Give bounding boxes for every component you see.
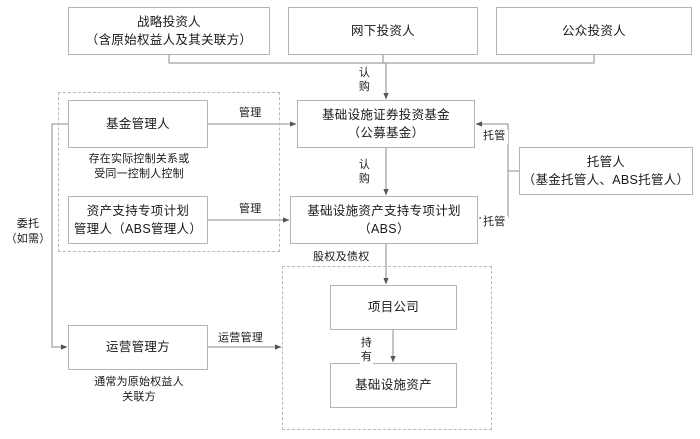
node-offline-investor-label: 网下投资人	[350, 23, 415, 38]
node-abs-manager-line2: 管理人（ABS管理人）	[73, 222, 203, 236]
caption-entrust-optional: 委托 （如需）	[5, 217, 51, 247]
node-abs-manager[interactable]: 资产支持专项计划 管理人（ABS管理人）	[68, 196, 208, 244]
edge-label-subscribe-top: 认购	[358, 66, 371, 96]
node-operation-manager-label: 运营管理方	[105, 340, 170, 355]
node-abs-plan-line2: （ABS）	[358, 222, 410, 236]
edge-label-custody-fund: 托管	[481, 130, 508, 144]
edge-label-equity-debt: 股权及债权	[311, 251, 372, 265]
caption-entrust-optional-line2: （如需）	[5, 232, 51, 245]
caption-usually-affiliate-line2: 关联方	[122, 390, 156, 403]
node-custodian[interactable]: 托管人 （基金托管人、ABS托管人）	[519, 147, 693, 195]
node-custodian-line1: 托管人	[586, 154, 626, 169]
node-public-reit-fund-line2: （公募基金）	[347, 126, 425, 140]
node-public-investor-label: 公众投资人	[561, 23, 626, 38]
node-abs-manager-line1: 资产支持专项计划	[86, 203, 190, 218]
node-operation-manager[interactable]: 运营管理方	[68, 325, 208, 370]
node-infrastructure-asset[interactable]: 基础设施资产	[330, 363, 457, 408]
caption-control-relation: 存在实际控制关系或 受同一控制人控制	[78, 152, 200, 182]
node-strategic-investor[interactable]: 战略投资人 （含原始权益人及其关联方）	[68, 7, 270, 55]
node-offline-investor[interactable]: 网下投资人	[288, 7, 478, 55]
caption-control-relation-line2: 受同一控制人控制	[94, 167, 184, 180]
node-abs-plan-line1: 基础设施资产支持专项计划	[307, 203, 461, 218]
node-public-reit-fund[interactable]: 基础设施证券投资基金 （公募基金）	[297, 100, 475, 148]
edge-label-operate-manage: 运营管理	[216, 332, 266, 346]
group-manager-frame	[58, 92, 280, 252]
node-fund-manager[interactable]: 基金管理人	[68, 100, 208, 148]
node-public-investor[interactable]: 公众投资人	[496, 7, 692, 55]
caption-control-relation-line1: 存在实际控制关系或	[88, 153, 190, 165]
edge-label-hold: 持有	[360, 336, 373, 366]
node-strategic-investor-line2: （含原始权益人及其关联方）	[85, 33, 253, 47]
caption-usually-affiliate: 通常为原始权益人 关联方	[78, 375, 200, 405]
node-project-company-label: 项目公司	[367, 300, 420, 315]
node-public-reit-fund-line1: 基础设施证券投资基金	[321, 107, 450, 122]
caption-entrust-optional-line1: 委托	[16, 218, 40, 230]
edge-label-subscribe-mid: 认购	[358, 158, 371, 188]
node-custodian-line2: （基金托管人、ABS托管人）	[522, 173, 690, 187]
node-fund-manager-label: 基金管理人	[105, 116, 170, 131]
edge-label-manage-fund: 管理	[237, 107, 264, 121]
node-infrastructure-asset-label: 基础设施资产	[355, 378, 432, 393]
node-abs-plan[interactable]: 基础设施资产支持专项计划 （ABS）	[290, 196, 478, 244]
node-strategic-investor-line1: 战略投资人	[136, 14, 201, 29]
wire-strategic-to-bus	[168, 55, 386, 64]
wire-public-to-bus	[386, 55, 595, 64]
edge-label-custody-abs: 托管	[481, 216, 508, 230]
caption-usually-affiliate-line1: 通常为原始权益人	[94, 376, 184, 388]
edge-label-manage-abs: 管理	[237, 203, 264, 217]
group-asset-frame	[282, 266, 492, 430]
node-project-company[interactable]: 项目公司	[330, 285, 457, 330]
